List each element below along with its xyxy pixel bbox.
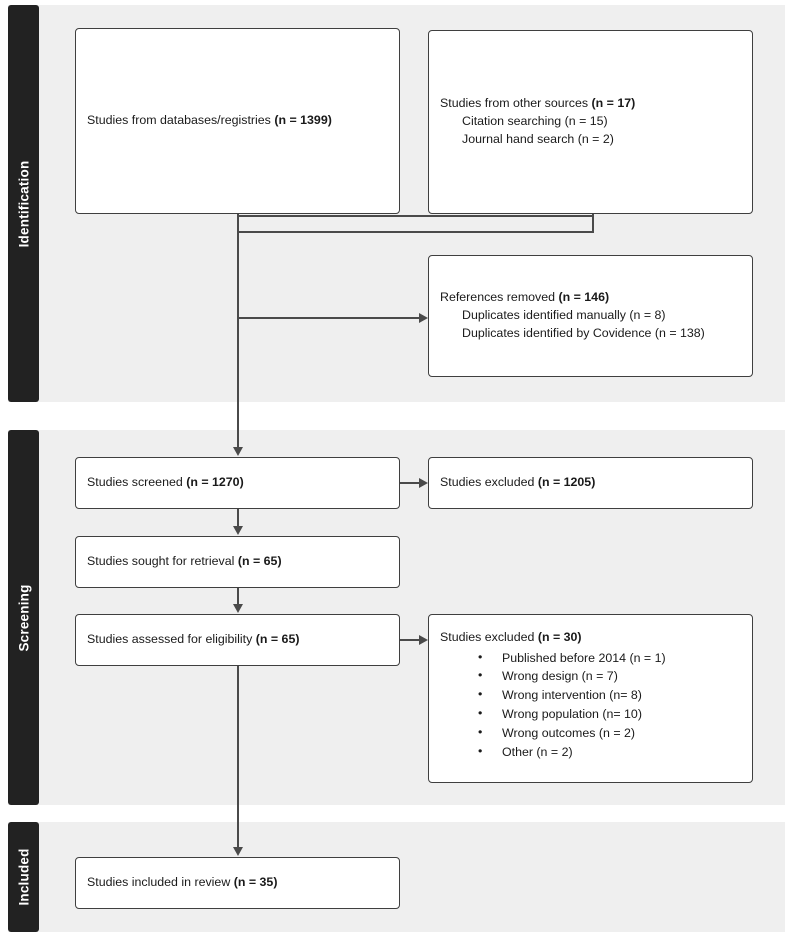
arrow-sought-to-assessed [232,604,243,613]
box-databases-title: Studies from databases/registries (n = 1… [87,112,388,130]
box-references-removed-title: References removed (n = 146) [440,289,741,307]
arrow-screened-to-sought [232,526,243,535]
box-sought-label: Studies sought for retrieval [87,554,238,569]
box-excluded-screened-title: Studies excluded (n = 1205) [440,474,741,492]
box-excluded-screened-label: Studies excluded [440,475,538,490]
connector-main-trunk [237,215,239,448]
exclusion-reason: Wrong population (n= 10) [440,704,741,724]
arrow-assessed-to-included [232,847,243,856]
exclusion-reason: Wrong design (n = 7) [440,666,741,686]
box-other-sources-title: Studies from other sources (n = 17) [440,95,741,113]
box-excluded-assessed-count: (n = 30) [537,630,582,644]
stage-tab-identification: Identification [8,5,39,402]
stage-tab-screening: Screening [8,430,39,805]
connector-screened-to-excluded [400,482,419,484]
connector-rail-lower [237,231,594,233]
sub-item: Duplicates identified manually (n = 8) [462,307,666,322]
box-screened-count: (n = 1270) [186,475,244,490]
box-assessed-label: Studies assessed for eligibility [87,632,256,647]
exclusion-reasons-list: Published before 2014 (n = 1) Wrong desi… [440,648,741,762]
box-references-removed-label: References removed [440,290,559,305]
box-studies-included-in-review[interactable]: Studies included in review (n = 35) [75,857,400,909]
box-references-removed-count: (n = 146) [558,290,610,305]
box-studies-assessed-for-eligibility[interactable]: Studies assessed for eligibility (n = 65… [75,614,400,666]
box-screened-label: Studies screened [87,475,187,490]
exclusion-reason: Wrong intervention (n= 8) [440,685,741,705]
box-included-count: (n = 35) [233,875,278,890]
box-included-title: Studies included in review (n = 35) [87,874,388,892]
box-studies-excluded-assessed[interactable]: Studies excluded (n = 30) Published befo… [428,614,753,783]
box-other-sources-label: Studies from other sources [440,96,592,111]
stage-label-screening: Screening [16,583,31,652]
sub-item: Journal hand search (n = 2) [462,131,614,146]
stage-label-identification: Identification [16,160,31,247]
connector-rail-upper [237,215,594,217]
box-excluded-screened-count: (n = 1205) [537,475,596,490]
exclusion-reason: Other (n = 2) [440,742,741,762]
arrow-to-references-removed [419,312,428,323]
box-references-removed[interactable]: References removed (n = 146) Duplicates … [428,255,753,377]
arrow-assessed-to-excluded [419,634,428,645]
box-studies-from-other-sources[interactable]: Studies from other sources (n = 17) Cita… [428,30,753,214]
box-screened-title: Studies screened (n = 1270) [87,474,388,492]
arrow-to-screened [232,447,243,456]
stage-tab-included: Included [8,822,39,932]
box-references-removed-sublist: Duplicates identified manually (n = 8) D… [440,307,741,343]
connector-assessed-to-included [237,666,239,848]
box-sought-count: (n = 65) [237,554,282,569]
box-studies-from-databases[interactable]: Studies from databases/registries (n = 1… [75,28,400,214]
exclusion-reason: Published before 2014 (n = 1) [440,648,741,668]
box-assessed-title: Studies assessed for eligibility (n = 65… [87,631,388,649]
connector-to-references-removed [237,317,419,319]
arrow-screened-to-excluded [419,477,428,488]
sub-item: Duplicates identified by Covidence (n = … [462,325,705,340]
stage-label-included: Included [16,848,31,906]
box-assessed-count: (n = 65) [255,632,300,647]
box-excluded-assessed-label: Studies excluded [440,630,538,644]
sub-item: Citation searching (n = 15) [462,113,608,128]
box-databases-label: Studies from databases/registries [87,113,275,128]
box-studies-sought-for-retrieval[interactable]: Studies sought for retrieval (n = 65) [75,536,400,588]
box-excluded-assessed-title: Studies excluded (n = 30) [440,629,741,647]
box-other-sources-sublist: Citation searching (n = 15) Journal hand… [440,113,741,149]
connector-assessed-to-excluded [400,639,419,641]
connector-other-sources-drop [592,214,594,233]
box-included-label: Studies included in review [87,875,234,890]
box-other-sources-count: (n = 17) [591,96,636,111]
exclusion-reason: Wrong outcomes (n = 2) [440,723,741,743]
box-sought-title: Studies sought for retrieval (n = 65) [87,553,388,571]
connector-sought-to-assessed [237,588,239,605]
connector-screened-to-sought [237,509,239,527]
box-studies-screened[interactable]: Studies screened (n = 1270) [75,457,400,509]
box-databases-count: (n = 1399) [274,113,332,128]
box-studies-excluded-screened[interactable]: Studies excluded (n = 1205) [428,457,753,509]
